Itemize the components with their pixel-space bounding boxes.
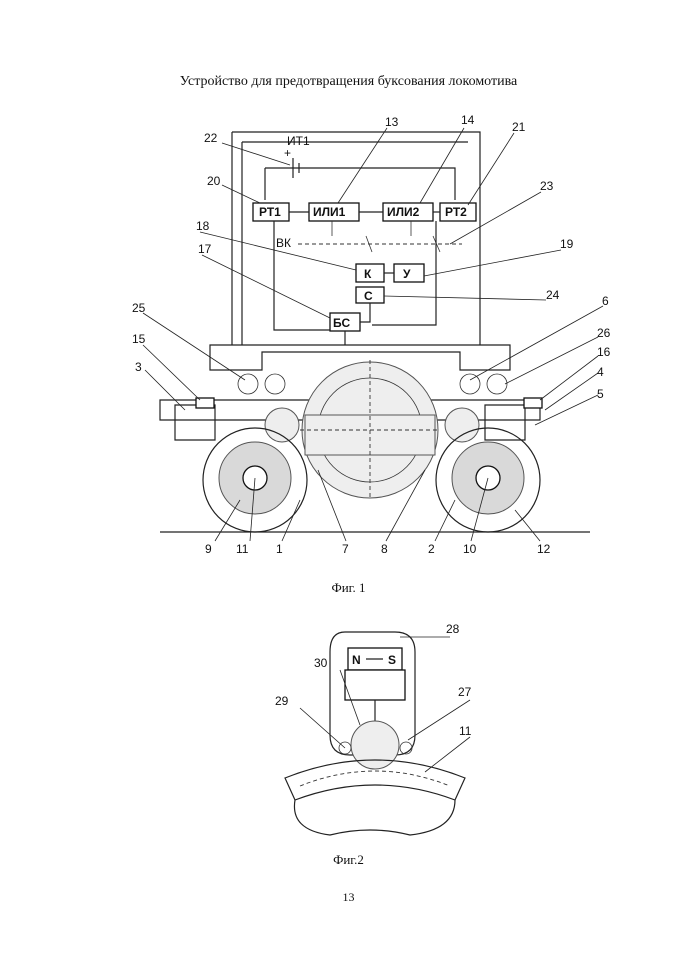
ref-10: 10 — [463, 542, 477, 556]
wire-frame — [231, 131, 481, 345]
magnet-body — [344, 669, 406, 701]
ref-12: 12 — [537, 542, 551, 556]
ref-27: 27 — [458, 685, 472, 699]
ref-24: 24 — [546, 288, 560, 302]
wire-control — [273, 221, 437, 345]
sand-drum — [350, 720, 400, 770]
leader-lines — [142, 127, 604, 542]
u-label: У — [403, 267, 411, 281]
ref-11: 11 — [236, 542, 249, 556]
fig2-drawing: N S — [284, 631, 471, 836]
ref-7: 7 — [342, 542, 349, 556]
bs-label: БС — [333, 316, 350, 330]
ref-18: 18 — [196, 219, 210, 233]
ili1-label: ИЛИ1 — [313, 205, 346, 219]
k-label: К — [364, 267, 372, 281]
spring-left-2 — [264, 373, 286, 395]
ref-15: 15 — [132, 332, 146, 346]
spring-left-1 — [237, 373, 259, 395]
wheel-rim — [284, 759, 466, 801]
ref-28: 28 — [446, 622, 460, 636]
brake-left — [264, 407, 300, 443]
ref-13: 13 — [385, 115, 399, 129]
ref-5: 5 — [597, 387, 604, 401]
ref-1: 1 — [276, 542, 283, 556]
ref-23: 23 — [540, 179, 554, 193]
roller-left — [338, 741, 352, 755]
battery-plus: + — [284, 146, 291, 160]
ref-21: 21 — [512, 120, 526, 134]
ili2-label: ИЛИ2 — [387, 205, 420, 219]
bogie-frame-top — [209, 344, 511, 371]
ref-14: 14 — [461, 113, 475, 127]
wheel-rim-dotted — [299, 770, 451, 787]
spring-right-2 — [486, 373, 508, 395]
ref-29: 29 — [275, 694, 289, 708]
ref-22: 22 — [204, 131, 218, 145]
page-number: 13 — [342, 890, 355, 904]
motor-housing — [304, 414, 436, 456]
ref-30: 30 — [314, 656, 328, 670]
magnet-n: N — [352, 653, 361, 667]
roller-right — [399, 741, 413, 755]
magnet-s: S — [388, 653, 396, 667]
ref-16: 16 — [597, 345, 611, 359]
wheel-body — [293, 799, 456, 836]
bogie-drawing — [159, 344, 590, 533]
rt1-label: РТ1 — [259, 205, 281, 219]
battery-label: ИТ1 — [287, 134, 310, 148]
fig1-caption: Фиг. 1 — [331, 580, 366, 595]
vk-label: ВК — [276, 236, 291, 250]
ref-11-fig2: 11 — [459, 724, 472, 738]
ref-17: 17 — [198, 242, 212, 256]
c-label: С — [364, 289, 373, 303]
wire-top — [264, 167, 456, 200]
ref-20: 20 — [207, 174, 221, 188]
spring-right-1 — [459, 373, 481, 395]
sand-valve-left — [195, 397, 215, 409]
brake-right — [444, 407, 480, 443]
fig2-caption: Фиг.2 — [333, 852, 364, 867]
ref-26: 26 — [597, 326, 611, 340]
rt2-label: РТ2 — [445, 205, 467, 219]
ref-19: 19 — [560, 237, 574, 251]
sand-valve-right — [523, 397, 543, 409]
ref-25: 25 — [132, 301, 146, 315]
wire-frame-inner — [241, 141, 468, 345]
ref-6: 6 — [602, 294, 609, 308]
document-title: Устройство для предотвращения буксования… — [179, 74, 518, 89]
switch-contacts — [331, 221, 441, 253]
ref-2: 2 — [428, 542, 435, 556]
ref-3: 3 — [135, 360, 142, 374]
ref-8: 8 — [381, 542, 388, 556]
ref-4: 4 — [597, 365, 604, 379]
ref-9: 9 — [205, 542, 212, 556]
